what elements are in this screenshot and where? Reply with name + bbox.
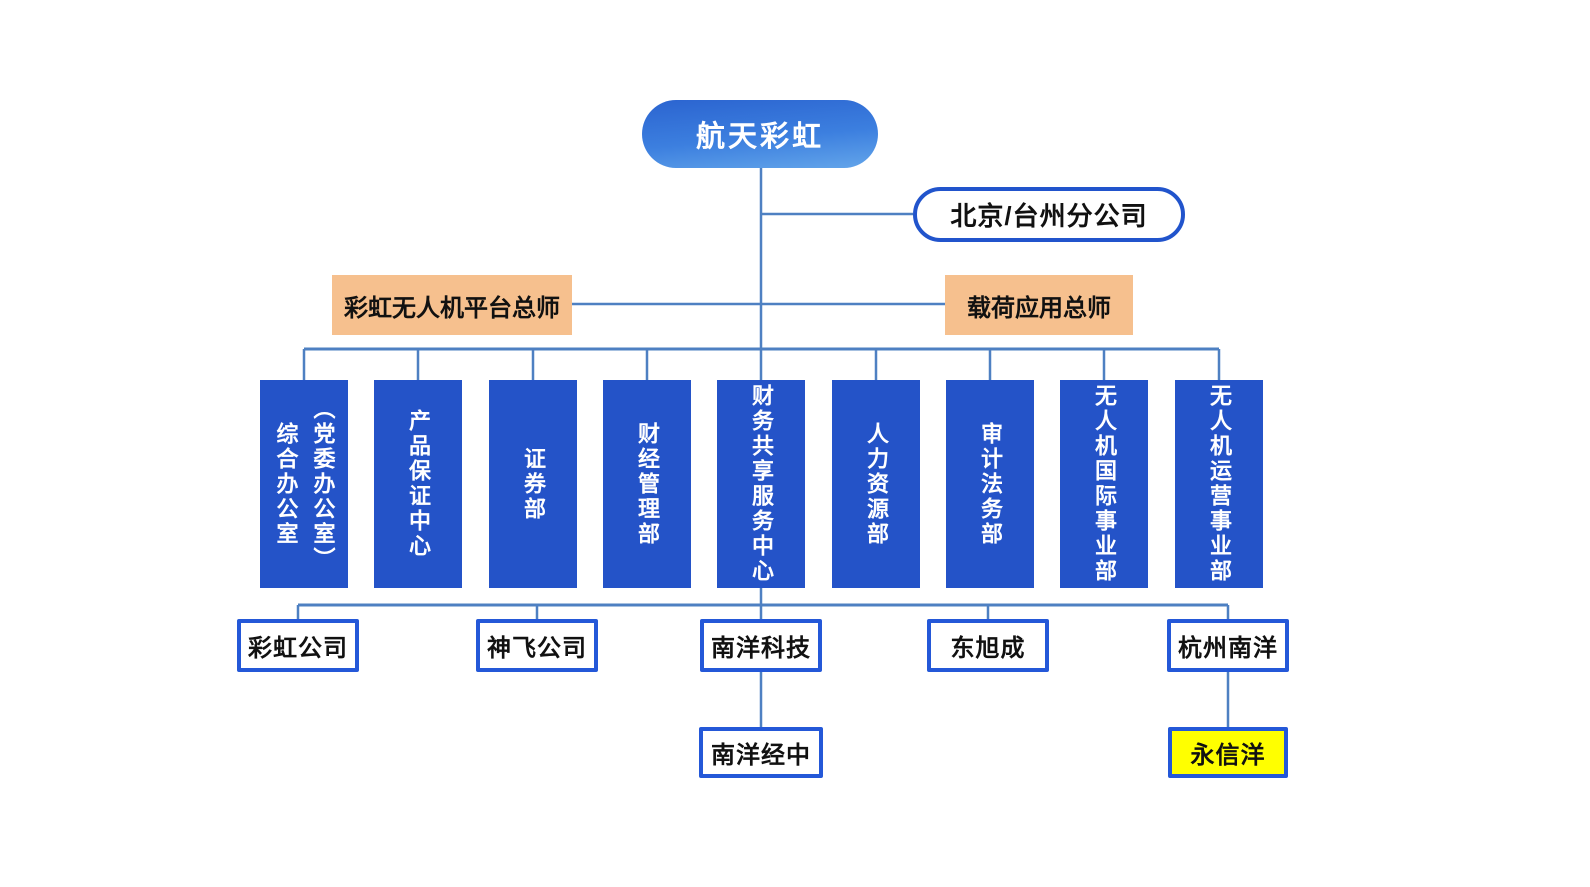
- subsidiary-yongxinyang-label: 永信洋: [1190, 742, 1266, 769]
- branch-office-node: 北京/台州分公司: [913, 187, 1185, 242]
- subsidiary-shenfei: 神飞公司: [476, 619, 598, 672]
- department-finance-management-label: 财经管理部: [635, 421, 660, 547]
- subsidiary-nanyang-jingzhong-label: 南洋经中: [711, 742, 811, 769]
- department-finance-management: 财经管理部: [603, 380, 691, 588]
- department-human-resources-label: 人力资源部: [864, 421, 889, 547]
- root-node-label: 航天彩虹: [695, 121, 824, 153]
- chief-engineer-payload: 载荷应用总师: [945, 275, 1133, 335]
- connector-branches: [296, 168, 1230, 727]
- subsidiary-yongxinyang: 永信洋: [1168, 727, 1288, 778]
- subsidiary-hangzhou-nanyang: 杭州南洋: [1167, 619, 1289, 672]
- department-finance-shared-service-label: 财务共享服务中心: [749, 384, 774, 584]
- department-general-office-label: 综合办公室: [273, 421, 299, 547]
- department-audit-legal: 审计法务部: [946, 380, 1034, 588]
- subsidiary-nanyang-tech: 南洋科技: [700, 619, 822, 672]
- subsidiary-nanyang-jingzhong: 南洋经中: [699, 727, 823, 778]
- department-product-assurance: 产品保证中心: [374, 380, 462, 588]
- department-general-office-columns: 综合办公室 （党委办公室）: [270, 397, 339, 572]
- chief-engineer-payload-label: 载荷应用总师: [967, 294, 1111, 322]
- subsidiary-caihong-label: 彩虹公司: [248, 635, 348, 662]
- subsidiary-shenfei-label: 神飞公司: [487, 635, 587, 662]
- subsidiary-dongxucheng: 东旭成: [927, 619, 1049, 672]
- root-node: 航天彩虹: [642, 100, 878, 168]
- branch-office-label: 北京/台州分公司: [950, 201, 1148, 231]
- subsidiary-nanyang-tech-label: 南洋科技: [711, 635, 811, 662]
- department-securities: 证券部: [489, 380, 577, 588]
- department-uav-operations-label: 无人机运营事业部: [1207, 384, 1232, 584]
- subsidiary-hangzhou-nanyang-label: 杭州南洋: [1178, 635, 1278, 662]
- department-uav-international: 无人机国际事业部: [1060, 380, 1148, 588]
- chief-engineer-uav-platform: 彩虹无人机平台总师: [332, 275, 572, 335]
- department-uav-international-label: 无人机国际事业部: [1092, 384, 1117, 584]
- department-uav-operations: 无人机运营事业部: [1175, 380, 1263, 588]
- department-securities-label: 证券部: [521, 446, 546, 522]
- department-product-assurance-label: 产品保证中心: [406, 409, 431, 559]
- department-audit-legal-label: 审计法务部: [978, 421, 1003, 547]
- department-human-resources: 人力资源部: [832, 380, 920, 588]
- department-party-office-label: （党委办公室）: [310, 396, 336, 572]
- subsidiary-dongxucheng-label: 东旭成: [950, 635, 1026, 662]
- department-finance-shared-service: 财务共享服务中心: [717, 380, 805, 588]
- chief-engineer-uav-platform-label: 彩虹无人机平台总师: [344, 294, 560, 322]
- department-general-office: 综合办公室 （党委办公室）: [260, 380, 348, 588]
- subsidiary-caihong: 彩虹公司: [237, 619, 359, 672]
